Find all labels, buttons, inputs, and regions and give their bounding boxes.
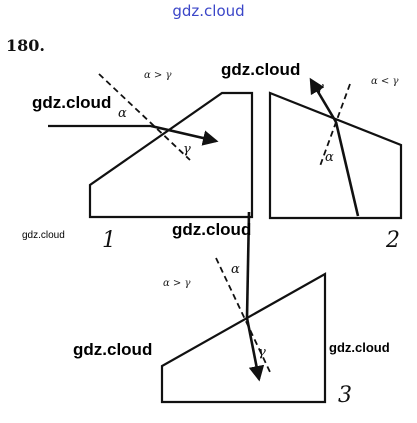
normal-line-1 (98, 73, 191, 161)
condition-label-3: α > γ (163, 278, 191, 289)
watermark-top: gdz.cloud (172, 2, 245, 20)
normal-line-2 (319, 83, 351, 167)
refracted-angle-label-2: γ (316, 80, 324, 95)
incident-ray-3 (245, 211, 251, 319)
glass-block-2 (268, 91, 403, 220)
refracted-ray-1 (150, 124, 219, 146)
refracted-ray-2 (309, 77, 338, 123)
figure-number-1: 1 (102, 228, 116, 253)
glass-block-3 (160, 272, 327, 404)
watermark-label: gdz.cloud (32, 93, 112, 112)
figure-2 (268, 77, 403, 220)
incident-ray-2 (334, 121, 360, 217)
watermark-label: gdz.cloud (73, 340, 153, 359)
condition-label-2: α < γ (371, 76, 399, 87)
watermark-label: gdz.cloud (329, 340, 390, 355)
refracted-angle-label-1: γ (183, 142, 191, 157)
figure-number-2: 2 (386, 228, 400, 253)
watermark-label: gdz.cloud (172, 220, 252, 239)
watermark-label: gdz.cloud (22, 230, 65, 241)
refracted-angle-label-3: γ (258, 345, 266, 360)
refracted-ray-3 (245, 317, 265, 382)
incident-angle-label-3: α (231, 262, 240, 277)
figure-number-3: 3 (338, 383, 352, 408)
glass-block-1 (88, 91, 254, 219)
incident-angle-label-2: α (325, 150, 334, 165)
condition-label-1: α > γ (144, 70, 172, 81)
figure-1 (48, 73, 254, 219)
watermark-label: gdz.cloud (221, 60, 301, 79)
incident-angle-label-1: α (118, 106, 127, 121)
normal-line-3 (215, 257, 271, 373)
problem-number: 180. (6, 36, 45, 55)
figure-3 (160, 211, 327, 404)
